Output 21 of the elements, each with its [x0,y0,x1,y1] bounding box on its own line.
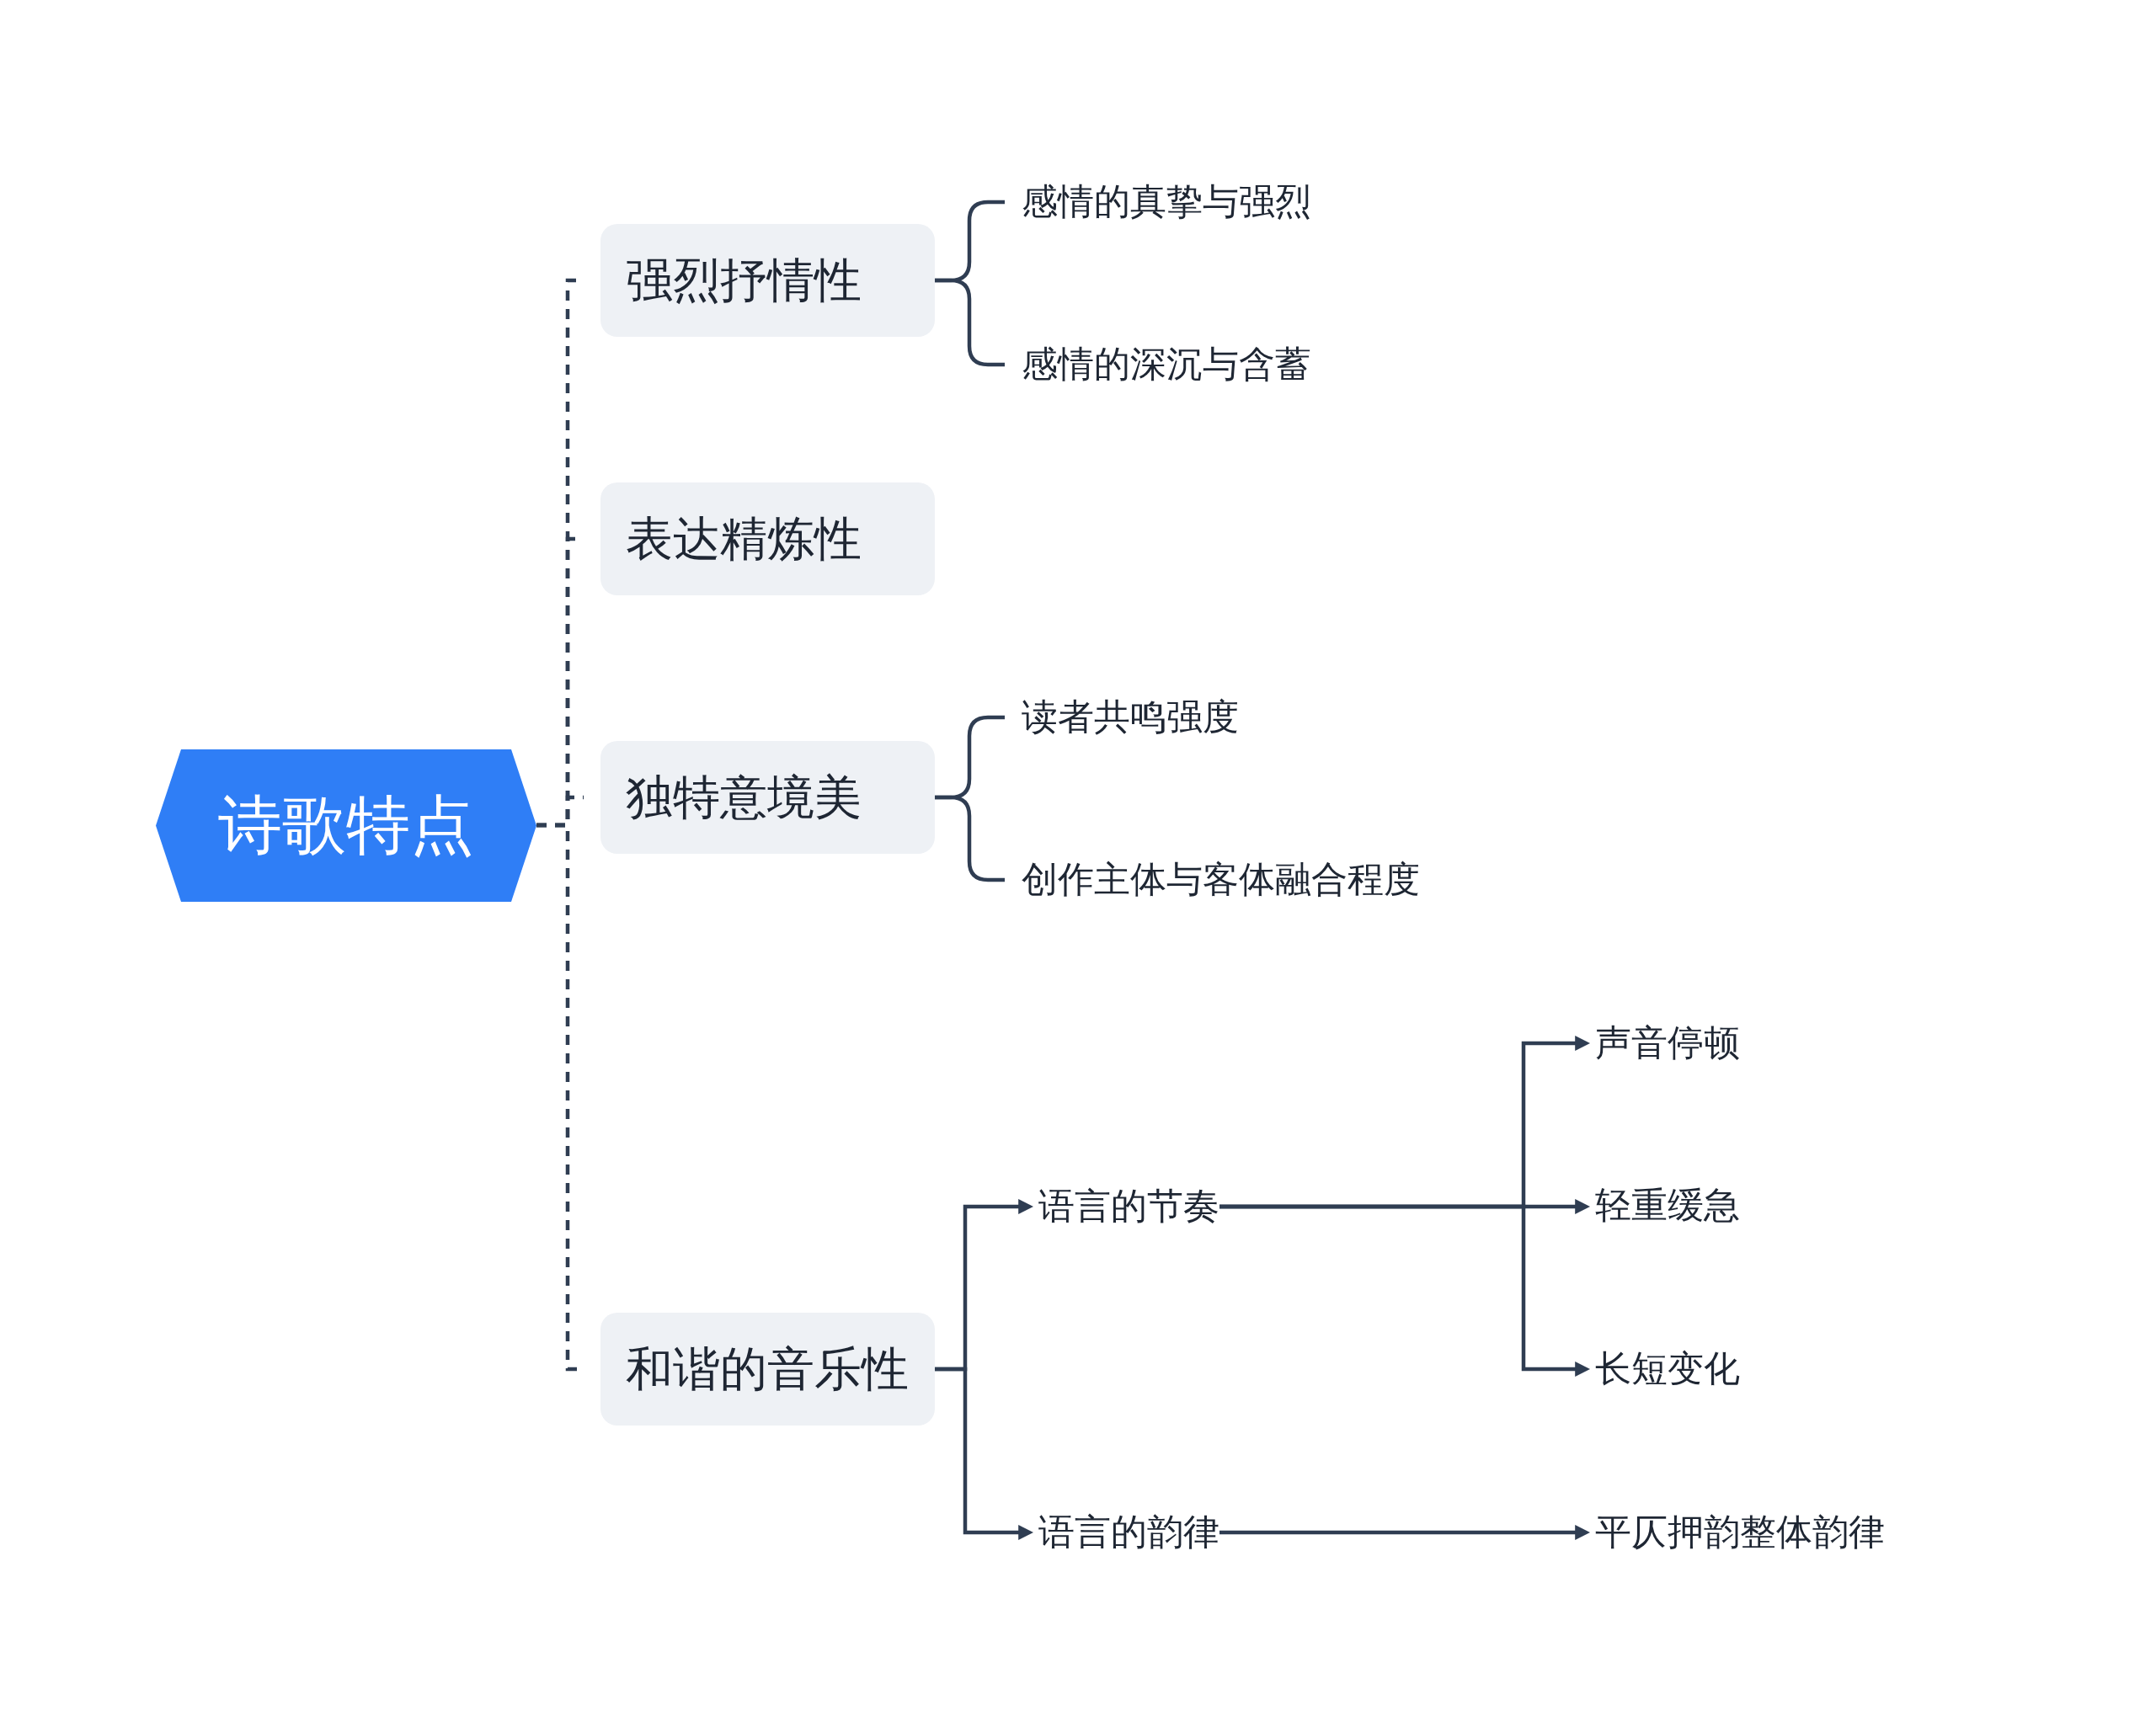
arrow [935,1367,1034,1540]
topic-label: 长短变化 [1595,1346,1740,1392]
topic-label: 读者共鸣强度 [1022,695,1239,740]
arrow [1219,1525,1591,1540]
topic-box: 和谐的音乐性 [600,1313,935,1426]
topic-label: 创作主体与客体融合程度 [1022,857,1420,903]
topic-box: 强烈抒情性 [600,224,935,337]
topic-label: 声音停顿 [1595,1021,1740,1066]
topic-title: 诗歌特点 [218,793,474,857]
topic-hexagon [156,749,536,902]
topic-label: 语言的韵律 [1038,1510,1219,1555]
topic-label: 平仄押韵整体韵律 [1595,1510,1885,1555]
topic-box: 表达精炼性 [600,482,935,595]
topic-box: 独特意境美 [600,741,935,854]
topic-label: 语言的节奏 [1038,1184,1219,1229]
topic-label: 轻重缓急 [1595,1183,1740,1228]
connector-line [935,278,1005,367]
topic-label: 感情的深沉与含蓄 [1022,342,1311,387]
topic-label: 感情的真挚与强烈 [1022,179,1311,225]
arrow [1219,1204,1591,1377]
connector-line [935,795,1005,882]
